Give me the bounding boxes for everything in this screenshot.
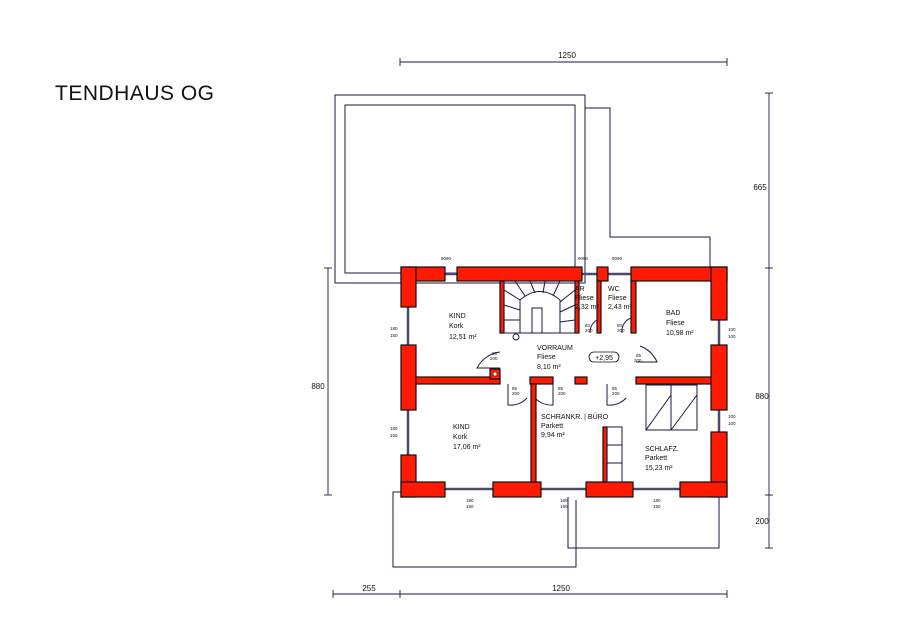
svg-text:Fliese: Fliese xyxy=(666,320,685,327)
svg-text:200: 200 xyxy=(512,391,520,396)
svg-text:SCHRANKR. | BÜRO: SCHRANKR. | BÜRO xyxy=(541,413,609,421)
level-marker xyxy=(588,351,620,363)
dim-bottom-left: 255 xyxy=(362,584,376,593)
svg-text:KIND: KIND xyxy=(453,424,470,431)
svg-text:180: 180 xyxy=(560,498,568,503)
opening-labels: 90 90 90 90 90 90 180 150 180 150 100 10… xyxy=(390,256,736,509)
svg-text:Fliese: Fliese xyxy=(537,354,556,361)
dim-right-top: 665 xyxy=(753,183,767,192)
svg-text:Kork: Kork xyxy=(453,434,468,441)
svg-text:100: 100 xyxy=(728,334,736,339)
dim-left: 880 xyxy=(311,382,325,391)
svg-text:85: 85 xyxy=(512,386,518,391)
svg-text:150: 150 xyxy=(466,504,474,509)
svg-text:Fliese: Fliese xyxy=(575,295,594,302)
svg-text:80: 80 xyxy=(585,323,591,328)
svg-text:2,32 m²: 2,32 m² xyxy=(575,304,599,311)
svg-text:200: 200 xyxy=(634,358,642,363)
svg-text:150: 150 xyxy=(653,504,661,509)
svg-text:90: 90 xyxy=(583,256,589,261)
doors xyxy=(476,317,658,483)
dim-right-middle: 880 xyxy=(755,392,769,401)
svg-text:WC: WC xyxy=(608,286,620,293)
dim-right-bottom: 200 xyxy=(755,517,769,526)
bed xyxy=(645,384,698,431)
svg-text:100: 100 xyxy=(728,414,736,419)
room-bad: BAD Fliese 10,98 m² xyxy=(666,310,694,337)
svg-text:Parkett: Parkett xyxy=(645,455,667,462)
svg-text:150: 150 xyxy=(390,433,398,438)
room-kind-2: KIND Kork 17,06 m² xyxy=(453,424,481,451)
svg-text:180: 180 xyxy=(390,326,398,331)
svg-text:BAD: BAD xyxy=(666,310,680,317)
room-kind-1: KIND Kork 12,51 m² xyxy=(449,313,477,341)
svg-text:9,94 m²: 9,94 m² xyxy=(541,432,565,439)
svg-text:2,43 m²: 2,43 m² xyxy=(608,304,632,311)
svg-text:15,23 m²: 15,23 m² xyxy=(645,465,673,472)
walls xyxy=(400,266,728,498)
room-schlafzimmer: SCHLAFZ. Parkett 15,23 m² xyxy=(645,446,679,472)
svg-text:85: 85 xyxy=(492,351,498,356)
svg-text:100: 100 xyxy=(728,327,736,332)
svg-text:90: 90 xyxy=(612,256,618,261)
room-vorraum: VORRAUM Fliese 8,10 m² xyxy=(537,345,573,371)
svg-text:SCHLAFZ.: SCHLAFZ. xyxy=(645,446,679,453)
svg-text:Kork: Kork xyxy=(449,323,464,330)
svg-text:12,51 m²: 12,51 m² xyxy=(449,334,477,341)
svg-text:90: 90 xyxy=(446,256,452,261)
svg-text:180: 180 xyxy=(390,426,398,431)
staircase xyxy=(503,280,576,341)
dim-bottom: 1250 xyxy=(552,584,570,593)
svg-text:200: 200 xyxy=(612,391,620,396)
svg-text:90: 90 xyxy=(617,256,623,261)
dimension-lines xyxy=(324,58,773,598)
svg-text:Parkett: Parkett xyxy=(541,423,563,430)
svg-text:180: 180 xyxy=(466,498,474,503)
svg-text:85: 85 xyxy=(612,386,618,391)
svg-text:200: 200 xyxy=(490,356,498,361)
svg-text:200: 200 xyxy=(558,391,566,396)
svg-text:KIND: KIND xyxy=(449,313,466,320)
level-label: +2,95 xyxy=(595,355,613,362)
svg-text:10,98 m²: 10,98 m² xyxy=(666,330,694,337)
svg-text:85: 85 xyxy=(558,386,564,391)
svg-text:80: 80 xyxy=(617,323,623,328)
svg-text:VORRAUM: VORRAUM xyxy=(537,345,573,352)
svg-text:AR: AR xyxy=(575,286,585,293)
svg-text:180: 180 xyxy=(653,498,661,503)
room-wc: WC Fliese 2,43 m² xyxy=(608,286,632,311)
svg-text:17,06 m²: 17,06 m² xyxy=(453,444,481,451)
svg-text:200: 200 xyxy=(617,328,625,333)
svg-text:200: 200 xyxy=(585,328,593,333)
terrace-outlines xyxy=(334,94,720,568)
svg-text:90: 90 xyxy=(578,256,584,261)
svg-text:Fliese: Fliese xyxy=(608,295,627,302)
svg-text:100: 100 xyxy=(728,421,736,426)
room-ar: AR Fliese 2,32 m² xyxy=(575,286,599,311)
svg-text:8,10 m²: 8,10 m² xyxy=(537,364,561,371)
plan-title: TENDHAUS OG xyxy=(55,82,215,105)
svg-text:150: 150 xyxy=(390,333,398,338)
svg-text:150: 150 xyxy=(560,504,568,509)
windows xyxy=(406,272,721,491)
svg-text:85: 85 xyxy=(636,353,642,358)
dim-top: 1250 xyxy=(558,51,576,60)
svg-text:90: 90 xyxy=(441,256,447,261)
room-schrankraum-buero: SCHRANKR. | BÜRO Parkett 9,94 m² xyxy=(541,413,609,439)
